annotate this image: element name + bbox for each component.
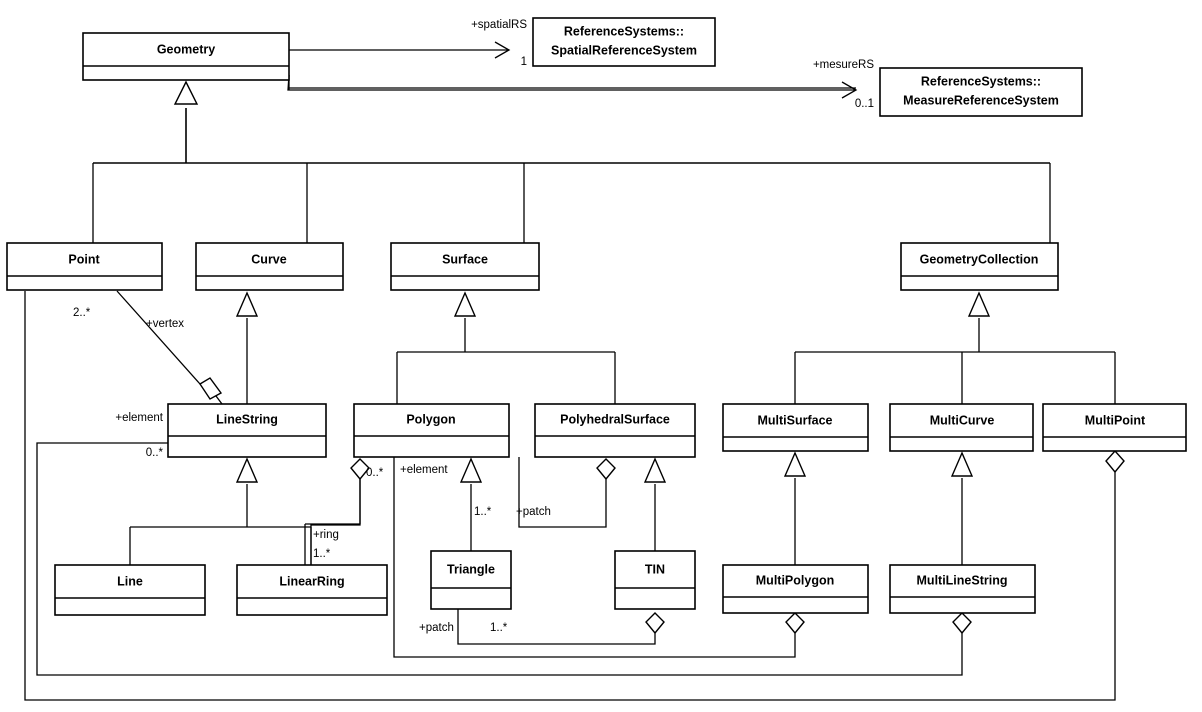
class-label-spatialrs-line1: ReferenceSystems:: [564,24,684,38]
class-box-surface[interactable]: Surface [390,242,540,291]
label-tin-patch-role: +patch [419,622,454,634]
class-label-point: Point [68,252,100,266]
class-box-multipoint[interactable]: MultiPoint [1042,403,1187,452]
generalization-tree-linestring [129,457,312,565]
class-box-curve[interactable]: Curve [195,242,344,291]
class-box-geometrycollection[interactable]: GeometryCollection [900,242,1059,291]
class-box-measurereferencesystem[interactable]: ReferenceSystems:: MeasureReferenceSyste… [879,67,1083,117]
label-polygon-ring-mult: 0..* [366,467,384,479]
class-box-polyhedralsurface[interactable]: PolyhedralSurface [534,403,696,458]
generalization-multilinestring-multicurve [950,451,974,565]
generalization-tree-surface [396,291,616,404]
aggregation-polygon-linearring-ring [304,458,370,565]
label-vertex-mult: 2..* [73,307,91,319]
class-label-surface: Surface [442,252,488,266]
label-tin-patch-mult: 1..* [490,622,508,634]
label-spatialrs-mult: 1 [521,56,527,68]
label-measurers-role: +mesureRS [813,59,874,71]
label-measurers-mult: 0..1 [855,98,874,110]
label-point-element-mult: 0..* [146,447,164,459]
class-label-measurers-line1: ReferenceSystems:: [921,74,1041,88]
class-label-geometrycollection: GeometryCollection [920,252,1039,266]
class-label-polyhedralsurface: PolyhedralSurface [560,412,670,426]
class-label-line: Line [117,574,143,588]
generalization-tree-geometry [92,80,1051,243]
class-box-spatialreferencesystem[interactable]: ReferenceSystems:: SpatialReferenceSyste… [532,17,716,67]
generalization-tree-geometrycollection [794,291,1116,404]
class-box-linearring[interactable]: LinearRing [236,564,388,616]
label-ring-mult: 1..* [313,548,331,560]
label-spatialrs-role: +spatialRS [471,19,527,31]
class-label-curve: Curve [251,252,286,266]
class-label-polygon: Polygon [406,412,455,426]
class-label-multisurface: MultiSurface [757,413,832,427]
label-polygon-element-role: +element [400,464,448,476]
aggregation-multilinestring-linestring-element [36,442,972,676]
class-box-linestring[interactable]: LineString [167,403,327,458]
generalization-linestring-curve [235,291,259,404]
class-box-line[interactable]: Line [54,564,206,616]
class-label-multicurve: MultiCurve [930,413,995,427]
class-box-polygon[interactable]: Polygon [353,403,510,458]
aggregation-multipoint-point-element [24,291,1125,701]
label-ring-role: +ring [313,529,339,541]
class-box-multicurve[interactable]: MultiCurve [889,403,1034,452]
class-box-tin[interactable]: TIN [614,550,696,610]
class-box-geometry[interactable]: Geometry [82,32,290,81]
generalization-tin-polyhedralsurface [643,457,667,551]
label-vertex-role: +vertex [146,318,184,330]
association-geometry-measurers [287,74,858,99]
label-point-element-role: +element [115,412,163,424]
class-box-point[interactable]: Point [6,242,163,291]
aggregation-tin-triangle-patch [457,609,665,645]
class-box-multipolygon[interactable]: MultiPolygon [722,564,869,614]
aggregation-multipolygon-polygon-element [393,457,805,658]
label-polyhedral-patch-role: +patch [516,506,551,518]
class-label-spatialrs-line2: SpatialReferenceSystem [551,43,697,57]
label-polygon-element-mult: 1..* [474,506,492,518]
class-box-triangle[interactable]: Triangle [430,550,512,610]
class-label-linearring: LinearRing [279,574,344,588]
class-label-triangle: Triangle [447,562,495,576]
class-box-multilinestring[interactable]: MultiLineString [889,564,1036,614]
generalization-triangle-polygon [459,457,483,551]
aggregation-linestring-point-vertex [116,290,223,405]
class-label-geometry: Geometry [157,42,215,56]
class-label-multilinestring: MultiLineString [917,573,1008,587]
class-label-tin: TIN [645,562,665,576]
class-box-multisurface[interactable]: MultiSurface [722,403,869,452]
class-label-multipoint: MultiPoint [1085,413,1146,427]
association-geometry-spatialrs [289,41,511,59]
class-label-linestring: LineString [216,412,278,426]
class-label-measurers-line2: MeasureReferenceSystem [903,93,1059,107]
aggregation-polyhedralsurface-polygon-patch [518,457,616,528]
class-label-multipolygon: MultiPolygon [756,573,834,587]
generalization-multipolygon-multisurface [783,451,807,565]
